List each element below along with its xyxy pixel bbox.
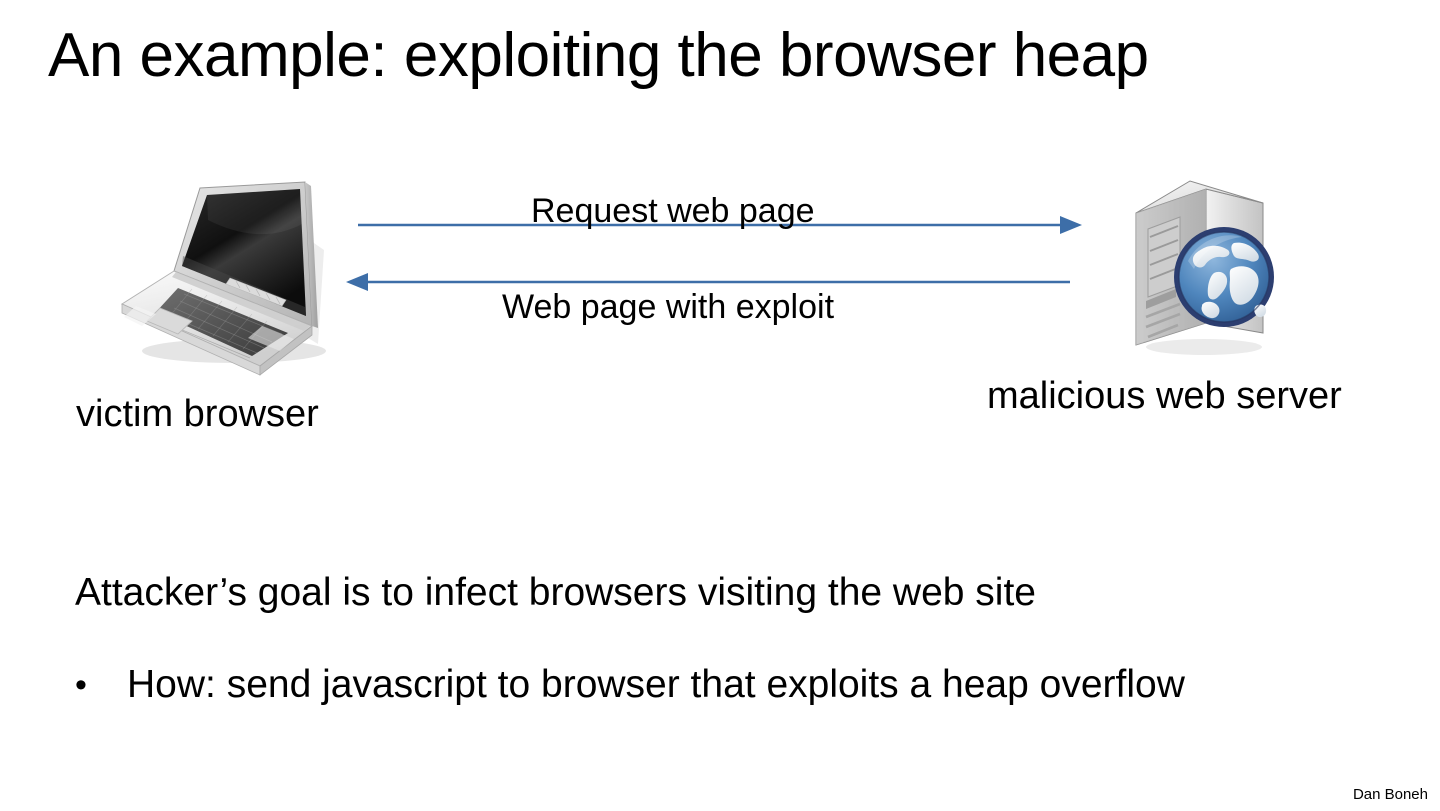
network-diagram: Request web page Web page with exploit v… [76,175,1342,435]
bullet-marker-icon: • [75,666,87,704]
flow-label-request: Request web page [531,192,815,230]
bullet-list-item: • How: send javascript to browser that e… [75,657,1185,713]
body-paragraph: Attacker’s goal is to infect browsers vi… [75,571,1036,614]
arrow-web-page-with-exploit [346,273,1070,291]
flow-label-exploit: Web page with exploit [502,288,835,326]
page-title: An example: exploiting the browser heap [48,21,1149,90]
footer-credit: Dan Boneh [1352,786,1428,803]
laptop-icon [112,176,342,376]
server-globe-icon [1118,175,1298,360]
node-label-victim-browser: victim browser [76,393,319,435]
bullet-text: How: send javascript to browser that exp… [127,663,1185,706]
arrow-request-web-page [358,216,1082,234]
node-label-malicious-web-server: malicious web server [987,375,1342,417]
